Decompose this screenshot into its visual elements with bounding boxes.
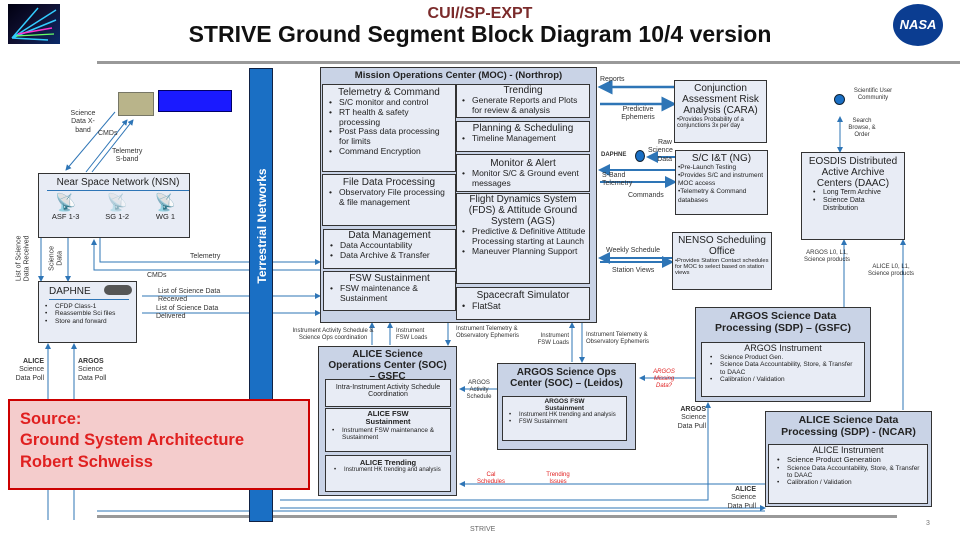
station-sg: 📡SG 1-2 — [105, 193, 130, 222]
label-scientific-user-community: Scientific User Community — [853, 88, 893, 102]
label-reports: Reports — [600, 76, 625, 83]
sc-it-box: S/C I&T (NG) •Pre-Launch Testing•Provide… — [675, 150, 768, 215]
argos-fsw-sustainment: ARGOS FSW SustainmentInstrument HK trend… — [502, 396, 627, 441]
label-commands: Commands — [628, 192, 664, 199]
page-number: 3 — [926, 520, 930, 527]
bottom-divider — [97, 515, 897, 518]
moc-planning-scheduling: Planning & SchedulingTimeline Management — [456, 121, 590, 152]
label-daphne: DAPHNE — [601, 152, 627, 158]
label-inst-activity-schedule: Instrument Activity Schedule & Science O… — [292, 328, 374, 342]
cloud-icon — [104, 285, 132, 295]
antenna-icon: 📡 — [55, 193, 77, 212]
label-argos-products: ARGOS L0, L1, Science products — [803, 250, 851, 264]
alice-instrument-box: ALICE Instrument Science Product Generat… — [768, 444, 928, 504]
label-list-sci-received: List of Science Data Received — [158, 288, 221, 304]
label-station-views: Station Views — [612, 267, 655, 274]
footer-text: STRIVE — [470, 526, 496, 533]
user-community-node — [834, 94, 845, 105]
moc-monitor-alert: Monitor & AlertMonitor S/C & Ground even… — [456, 154, 590, 192]
label-cmds-ground: CMDs — [147, 272, 167, 279]
label-telemetry: Telemetry — [190, 253, 221, 260]
label-list-sci-delivered: List of Science Data Delivered — [156, 305, 219, 321]
label-science-data-vertical: Science Data — [48, 245, 64, 271]
moc-flight-dynamics: Flight Dynamics System (FDS) & Attitude … — [456, 193, 590, 284]
label-argos-activity-schedule: ARGOS Activity Schedule — [466, 380, 492, 401]
label-predictive-ephemeris: Predictive Ephemeris — [621, 106, 655, 122]
label-argos-fsw-loads: Instrument FSW Loads — [537, 333, 569, 347]
page-title: STRIVE Ground Segment Block Diagram 10/4… — [188, 21, 772, 47]
label-argos-missing-data: ARGOS Missing Data? — [653, 369, 675, 390]
nsn-box: Near Space Network (NSN) 📡ASF 1-3 📡SG 1-… — [38, 173, 190, 238]
label-list-received-vertical: List of Science Data Received — [15, 235, 31, 282]
alice-fsw-sustainment: ALICE FSW SustainmentInstrument FSW main… — [325, 408, 451, 452]
eosdis-daac-box: EOSDIS Distributed Active Archive Center… — [801, 152, 905, 240]
label-inst-telemetry-ephemeris: Instrument Telemetry & Observatory Ephem… — [456, 326, 520, 340]
daphne-box: DAPHNE CFDP Class-1Reassemble Sci filesS… — [38, 281, 137, 343]
moc-fsw-sustainment: FSW SustainmentFSW maintenance & Sustain… — [323, 271, 456, 311]
argos-instrument-box: ARGOS Instrument Science Product Gen.Sci… — [701, 342, 865, 397]
daphne-node — [635, 150, 645, 162]
label-cmds: CMDs — [98, 130, 118, 137]
alice-soc-intra-schedule: Intra-Instrument Activity Schedule Coord… — [325, 379, 451, 407]
label-cal-schedules: Cal Schedules — [476, 472, 506, 486]
label-telemetry-sband: Telemetry S-band — [112, 148, 143, 164]
moc-telemetry-command: Telemetry & Command S/C monitor and cont… — [322, 84, 456, 172]
alice-sdp-box: ALICE Science Data Processing (SDP) - (N… — [765, 411, 932, 507]
label-alice-products: ALICE L0, L1, Science products — [867, 264, 915, 278]
moc-data-management: Data ManagementData AccountabilityData A… — [323, 229, 456, 269]
label-search-browse-order: Search Browse, & Order — [848, 118, 876, 139]
antenna-icon: 📡 — [106, 193, 128, 212]
satellite-icon — [118, 88, 238, 118]
moc-trending: TrendingGenerate Reports and Plots for r… — [456, 84, 590, 118]
station-asf: 📡ASF 1-3 — [51, 193, 80, 222]
label-sband-telemetry: S-Band Telemetry — [602, 172, 633, 188]
classification-marking: CUI//SP-EXPT — [427, 5, 533, 22]
label-raw-science-data: Raw Science Data — [648, 139, 673, 163]
moc-file-data-processing: File Data ProcessingObservatory File pro… — [322, 174, 456, 226]
label-inst-fsw-loads: Instrument FSW Loads — [396, 328, 428, 342]
station-wg: 📡WG 1 — [154, 193, 177, 222]
cara-box: Conjunction Assessment Risk Analysis (CA… — [674, 80, 767, 143]
nasa-logo: NASA — [893, 4, 943, 46]
label-trending-issues: Trending Issues — [546, 472, 570, 486]
strive-logo — [8, 4, 60, 44]
antenna-icon: 📡 — [154, 193, 177, 212]
argos-sdp-box: ARGOS Science Data Processing (SDP) – (G… — [695, 307, 871, 402]
label-argos-telemetry-ephemeris: Instrument Telemetry & Observatory Ephem… — [586, 332, 650, 346]
label-science-xband: Science Data X-band — [70, 110, 96, 134]
label-weekly-schedule: Weekly Schedule — [606, 247, 660, 254]
moc-spacecraft-simulator: Spacecraft SimulatorFlatSat — [456, 287, 590, 320]
top-divider — [97, 61, 960, 64]
nenso-box: NENSO Scheduling Office •Provides Statio… — [672, 232, 772, 290]
alice-trending: ALICE TrendingInstrument HK trending and… — [325, 455, 451, 492]
